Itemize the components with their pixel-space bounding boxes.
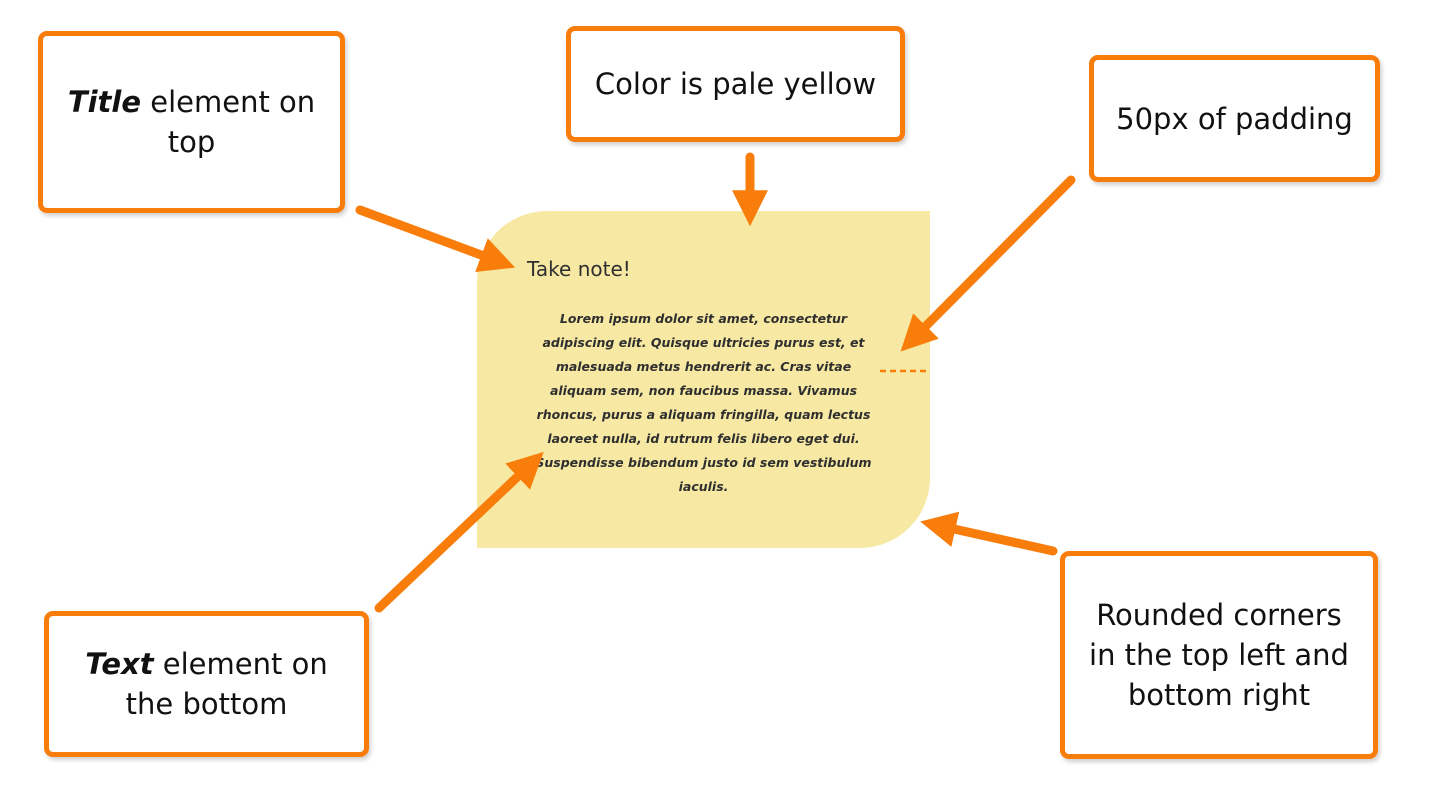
callout-color: Color is pale yellow bbox=[566, 26, 905, 142]
note-card: Take note! Lorem ipsum dolor sit amet, c… bbox=[477, 211, 930, 548]
arrow-to-padding bbox=[900, 175, 1076, 352]
arrow-to-text bbox=[374, 451, 544, 613]
callout-rounded-text: Rounded corners in the top left and bott… bbox=[1089, 598, 1349, 712]
callout-padding: 50px of padding bbox=[1089, 55, 1380, 182]
callout-text-emphasis: Text bbox=[85, 647, 154, 681]
callout-padding-text: 50px of padding bbox=[1116, 101, 1353, 136]
callout-text-element: Text element on the bottom bbox=[44, 611, 369, 757]
arrow-to-title bbox=[355, 205, 516, 272]
callout-rounded-corners: Rounded corners in the top left and bott… bbox=[1060, 551, 1378, 759]
callout-title-element: Title element on top bbox=[38, 31, 345, 213]
callout-title-rest: element on top bbox=[141, 85, 316, 159]
arrow-to-rounded-corner bbox=[920, 511, 1058, 556]
callout-color-text: Color is pale yellow bbox=[594, 67, 877, 101]
callout-title-emphasis: Title bbox=[67, 85, 142, 119]
note-title: Take note! bbox=[527, 257, 631, 281]
note-text: Lorem ipsum dolor sit amet, consectetur … bbox=[535, 311, 872, 494]
callout-text-rest: element on the bottom bbox=[125, 647, 328, 721]
